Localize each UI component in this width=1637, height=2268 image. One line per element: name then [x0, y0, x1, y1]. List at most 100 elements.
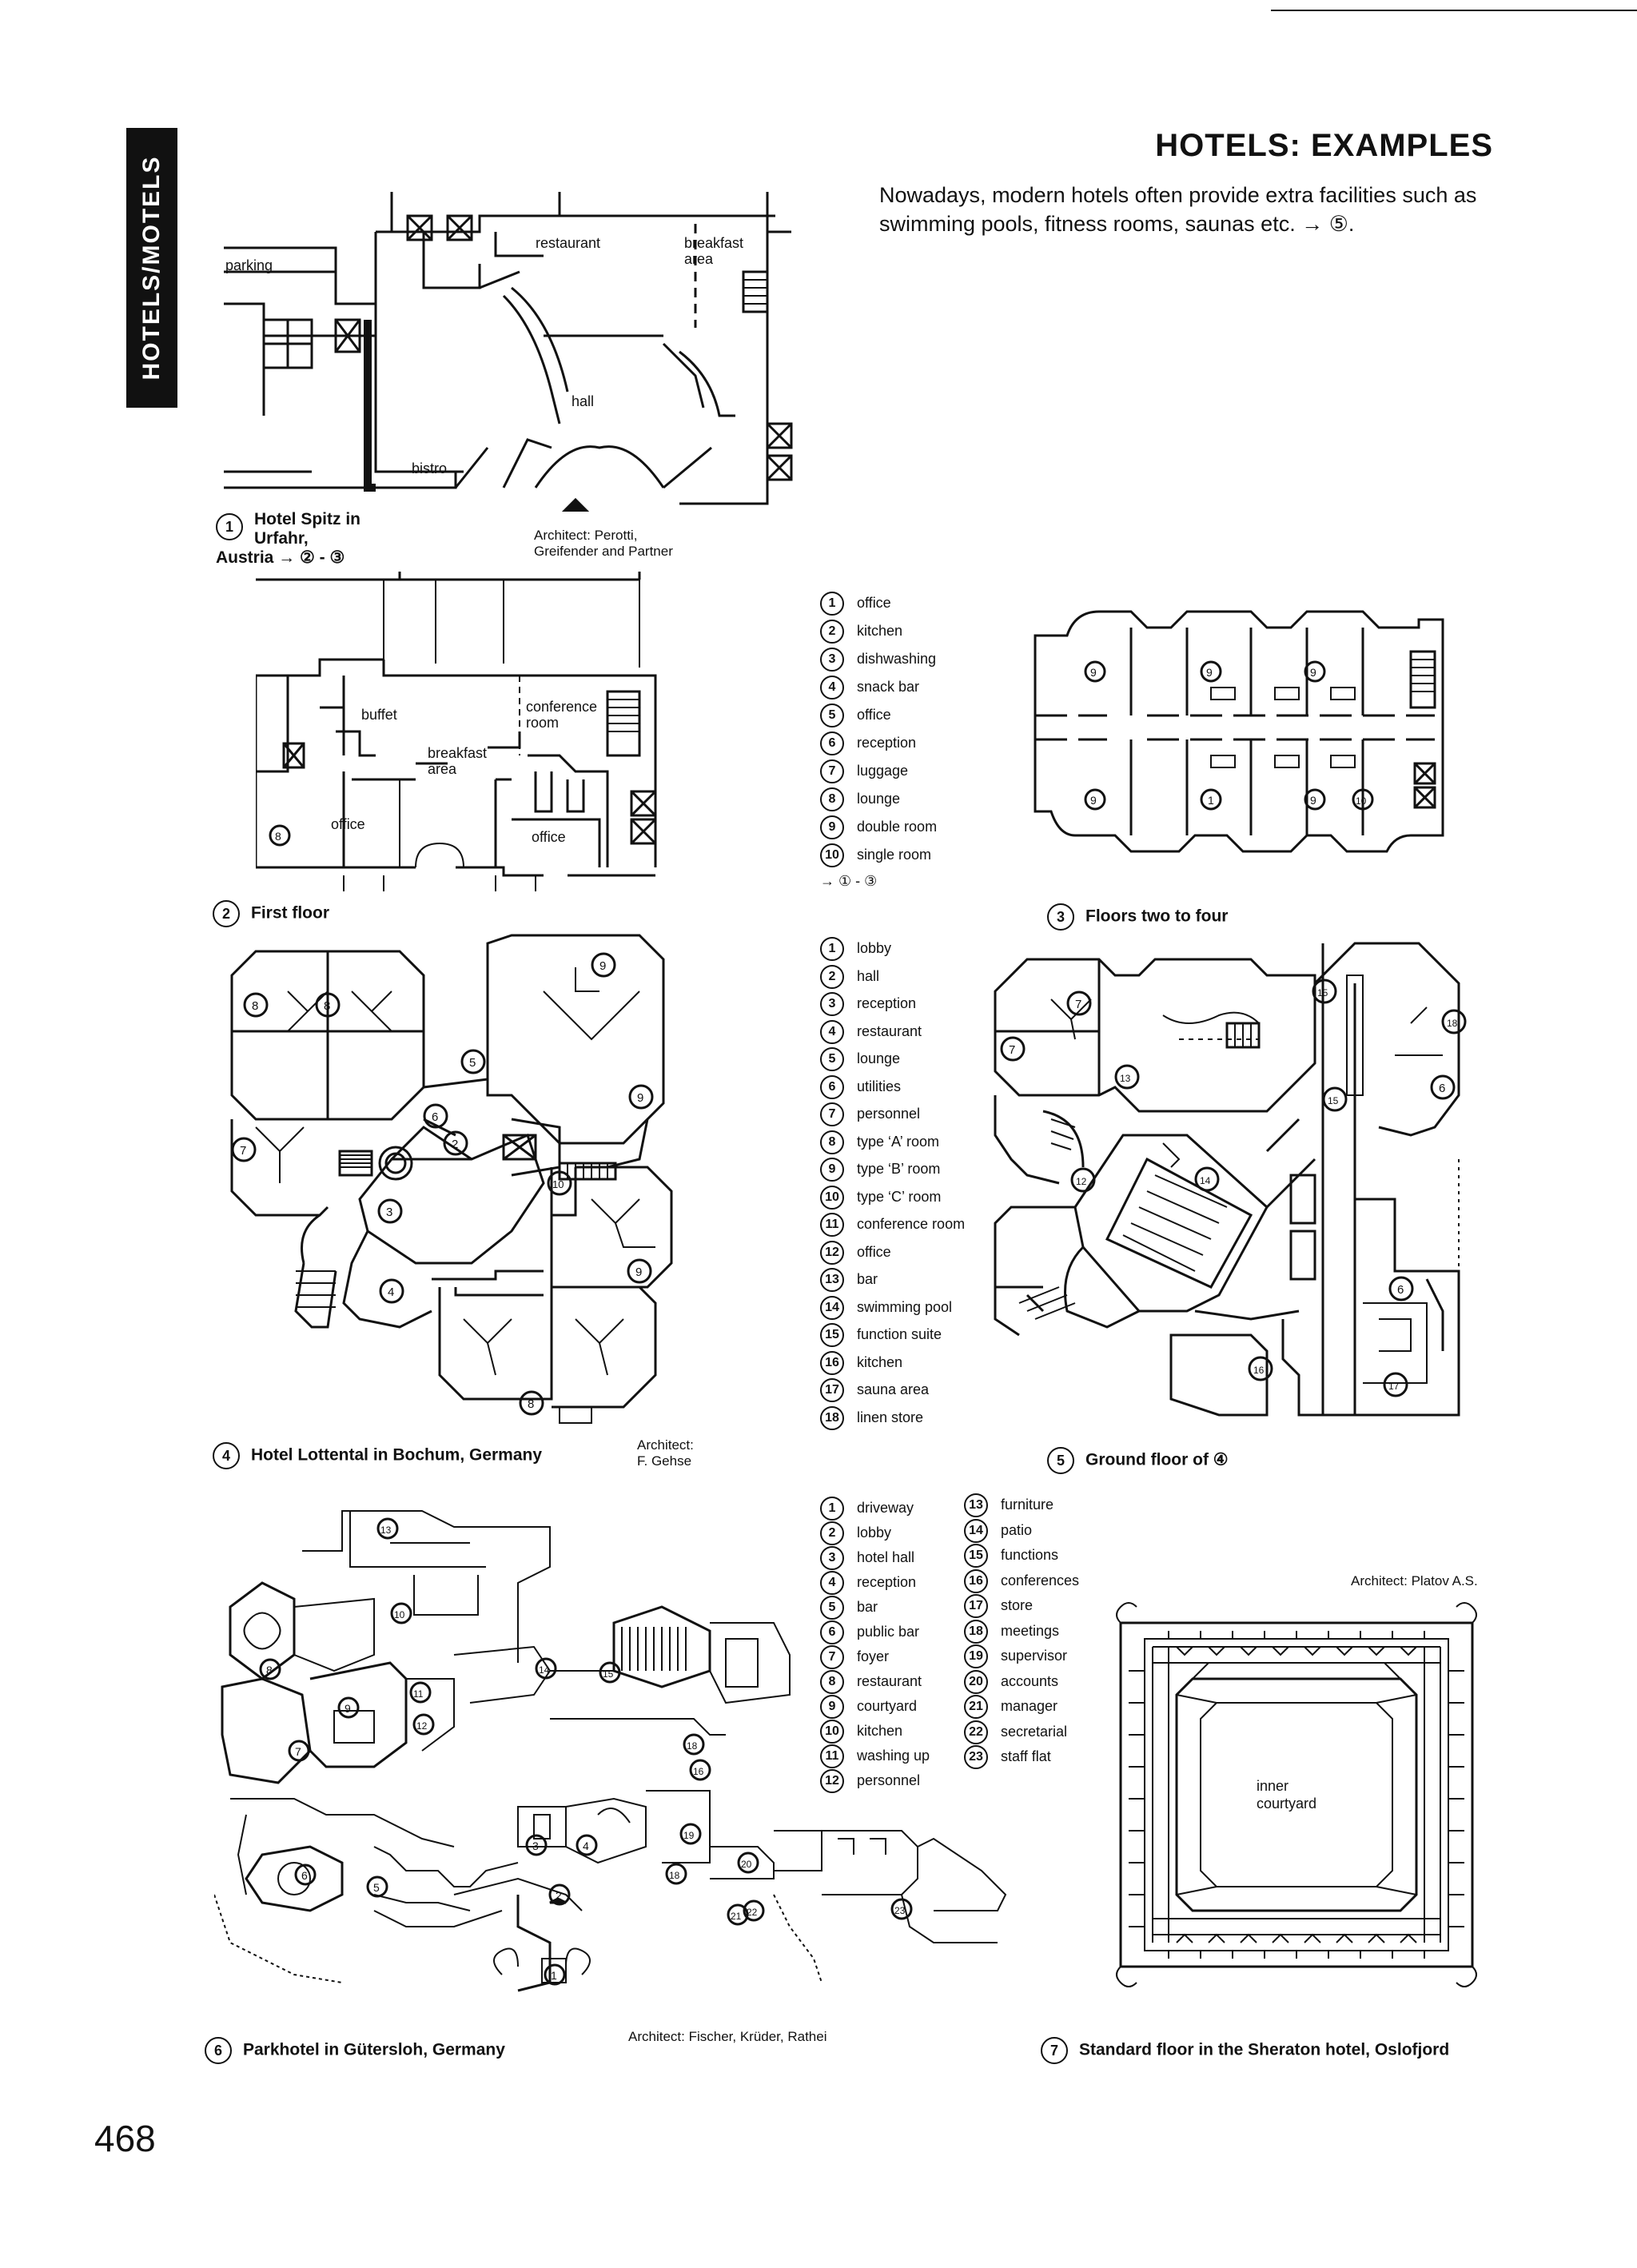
legend2-text: type ‘A’ room — [857, 1133, 940, 1150]
fig4-caption-text: Hotel Lottental in Bochum, Germany — [251, 1445, 543, 1465]
svg-text:15: 15 — [603, 1668, 614, 1680]
floor-plan-ground-floor-lottental: 7 7 13 15 18 6 15 12 14 6 16 17 — [994, 942, 1467, 1417]
svg-text:6: 6 — [1397, 1283, 1404, 1297]
svg-text:7: 7 — [1009, 1043, 1015, 1057]
svg-text:19: 19 — [683, 1830, 695, 1841]
svg-text:14: 14 — [1200, 1175, 1211, 1186]
legend3a-num: 10 — [820, 1720, 844, 1744]
label-buffet: buffet — [361, 707, 397, 723]
legend3b-num: 22 — [964, 1720, 988, 1744]
fig1-number: 1 — [216, 513, 243, 540]
svg-text:2: 2 — [556, 1889, 562, 1902]
fig1-architect-line1: Architect: Perotti, — [534, 528, 638, 543]
legend2-text: sauna area — [857, 1381, 930, 1397]
floor-plan-floors-two-to-four: 9 9 9 9 1 9 10 — [1034, 610, 1444, 853]
legend2-text: conference room — [857, 1215, 966, 1232]
svg-text:10: 10 — [394, 1609, 405, 1620]
legend2-text: function suite — [857, 1325, 942, 1342]
fig1-caption-line1: Hotel Spitz in Urfahr, — [254, 510, 360, 548]
svg-text:8: 8 — [252, 999, 258, 1013]
fig7-caption-text: Standard floor in the Sheraton hotel, Os… — [1079, 2040, 1450, 2059]
legend3a-text: public bar — [857, 1623, 920, 1640]
svg-text:10: 10 — [552, 1178, 564, 1190]
legend2-num: 4 — [820, 1019, 844, 1044]
fig6-architect: Architect: Fischer, Krüder, Rathei — [628, 2029, 827, 2044]
svg-text:8: 8 — [324, 999, 330, 1013]
legend1-text: dishwashing — [857, 650, 937, 667]
legend3a-num: 6 — [820, 1620, 844, 1644]
svg-text:18: 18 — [1447, 1018, 1458, 1029]
svg-text:2: 2 — [452, 1138, 458, 1151]
svg-text:4: 4 — [583, 1840, 589, 1852]
legend3a-text: courtyard — [857, 1697, 918, 1714]
page-title: HOTELS: EXAMPLES — [1155, 128, 1493, 163]
svg-text:10: 10 — [1356, 795, 1367, 807]
legend2-num: 7 — [820, 1102, 844, 1126]
svg-text:12: 12 — [1076, 1176, 1087, 1187]
legend2-num: 17 — [820, 1378, 844, 1402]
label-hall: hall — [572, 393, 594, 409]
legend3a-text: washing up — [857, 1747, 930, 1764]
legend2-text: reception — [857, 994, 917, 1011]
legend3b-num: 19 — [964, 1644, 988, 1668]
svg-text:5: 5 — [469, 1056, 476, 1070]
legend1-num: 3 — [820, 648, 844, 672]
label-office-2: office — [532, 829, 566, 845]
legend3b-num: 14 — [964, 1518, 988, 1543]
section-tab: HOTELS/MOTELS — [126, 128, 177, 408]
svg-text:9: 9 — [635, 1266, 642, 1279]
legend1-num: 5 — [820, 704, 844, 727]
legend1-text: reception — [857, 734, 917, 751]
svg-text:14: 14 — [539, 1664, 550, 1676]
legend1-num: 10 — [820, 843, 844, 867]
legend3b-text: accounts — [1001, 1672, 1059, 1689]
legend3a-num: 2 — [820, 1521, 844, 1545]
svg-text:18: 18 — [669, 1870, 680, 1881]
fig5-caption-text: Ground floor of ④ — [1085, 1450, 1229, 1469]
fig2-number: 2 — [213, 900, 240, 927]
svg-text:6: 6 — [301, 1869, 308, 1882]
legend3a-num: 4 — [820, 1571, 844, 1595]
svg-text:16: 16 — [1253, 1365, 1265, 1376]
legend3b-text: conferences — [1001, 1572, 1080, 1588]
svg-text:9: 9 — [1310, 666, 1316, 679]
legend3a-num: 9 — [820, 1695, 844, 1719]
legend3b-num: 23 — [964, 1745, 988, 1769]
legend2-text: lounge — [857, 1050, 901, 1066]
label-parking: parking — [225, 257, 273, 273]
fig4-architect-line2: F. Gehse — [637, 1453, 692, 1469]
legend2-num: 5 — [820, 1047, 844, 1071]
legend3b-num: 21 — [964, 1695, 988, 1719]
legend1-num: 1 — [820, 592, 844, 616]
fig6-caption-text: Parkhotel in Gütersloh, Germany — [243, 2040, 505, 2059]
legend2-text: bar — [857, 1270, 878, 1287]
legend2-num: 16 — [820, 1350, 844, 1375]
legend1-num: 2 — [820, 620, 844, 644]
legend3a-text: personnel — [857, 1772, 921, 1788]
legend1-text: single room — [857, 846, 932, 863]
legend3b-num: 15 — [964, 1544, 988, 1568]
legend3a-num: 1 — [820, 1497, 844, 1521]
svg-text:6: 6 — [1439, 1082, 1445, 1095]
svg-text:18: 18 — [687, 1740, 698, 1752]
legend3a-text: kitchen — [857, 1722, 903, 1739]
label-conference: conference — [526, 699, 597, 715]
legend3b-text: patio — [1001, 1521, 1033, 1538]
floor-plan-hotel-spitz: parking restaurant breakfast area hall b… — [224, 192, 793, 512]
legend2-num: 14 — [820, 1295, 844, 1320]
svg-text:16: 16 — [693, 1766, 704, 1777]
legend2-text: restaurant — [857, 1022, 922, 1039]
legend2-text: linen store — [857, 1409, 924, 1425]
fig7-number: 7 — [1041, 2037, 1068, 2064]
fig3-number: 3 — [1047, 903, 1074, 931]
svg-text:7: 7 — [240, 1144, 246, 1158]
legend1-text: luggage — [857, 762, 909, 779]
legend3b-text: supervisor — [1001, 1647, 1068, 1664]
svg-text:9: 9 — [1090, 666, 1097, 679]
svg-text:9: 9 — [1310, 794, 1316, 807]
svg-text:1: 1 — [551, 1969, 557, 1982]
